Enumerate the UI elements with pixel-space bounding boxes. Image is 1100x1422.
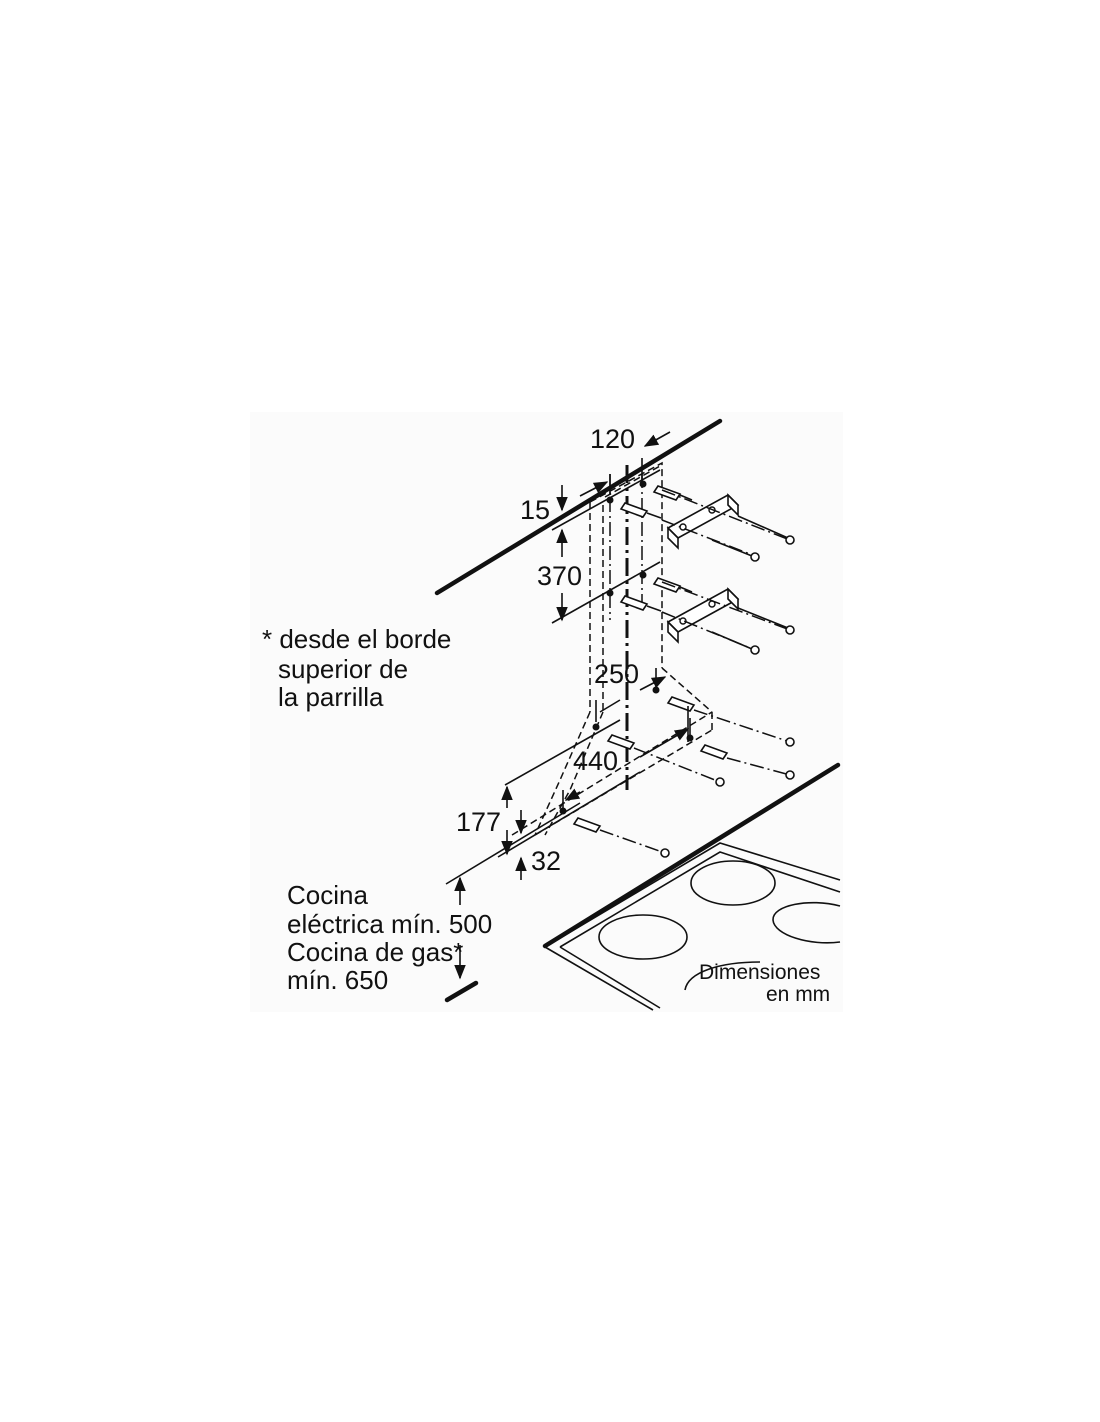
clearance-line-4: mín. 650 — [287, 965, 388, 995]
note-line-2: superior de — [278, 654, 408, 684]
dimension-250: 250 — [594, 659, 667, 722]
dimension-32: 32 — [515, 846, 561, 880]
screw — [661, 489, 795, 655]
wall-plug-screw — [559, 686, 795, 858]
note: * desde el borde superior de la parrilla — [262, 624, 451, 712]
wall-plug-screw — [606, 480, 693, 612]
dim-label-120: 120 — [590, 424, 635, 454]
units-line-1: Dimensiones — [699, 961, 820, 984]
clearance-line-1: Cocina — [287, 880, 368, 910]
dim-label-370: 370 — [537, 561, 582, 591]
burner-ring — [598, 914, 688, 960]
burner-ring — [772, 901, 841, 944]
dimension-177: 177 — [456, 719, 641, 858]
dim-label-32: 32 — [531, 846, 561, 876]
clearance-line-3: Cocina de gas* — [287, 937, 463, 967]
clearance-line-2: eléctrica mín. 500 — [287, 909, 492, 939]
burner-ring — [684, 961, 761, 991]
dim-label-250: 250 — [594, 659, 639, 689]
dimension-15: 15 — [520, 485, 568, 525]
burner-ring — [690, 860, 776, 906]
dim-label-177: 177 — [456, 807, 501, 837]
dimension-440: 440 — [562, 718, 691, 808]
dimension-120: 120 — [579, 424, 671, 497]
note-line-3: la parrilla — [278, 682, 384, 712]
dim-label-15: 15 — [520, 495, 550, 525]
units-line-2: en mm — [766, 983, 830, 1006]
hob — [544, 842, 841, 1011]
worktop-edge — [542, 762, 841, 949]
ceiling-edge — [434, 418, 723, 596]
note-line-1: * desde el borde — [262, 624, 451, 654]
dimension-clearance — [444, 802, 581, 1003]
dimension-370: 370 — [532, 528, 588, 622]
units-label: Dimensiones en mm — [699, 961, 830, 1006]
dim-label-440: 440 — [573, 746, 618, 776]
diagram-panel — [250, 412, 843, 1012]
clearance-text: Cocina eléctrica mín. 500 Cocina de gas*… — [287, 880, 492, 995]
